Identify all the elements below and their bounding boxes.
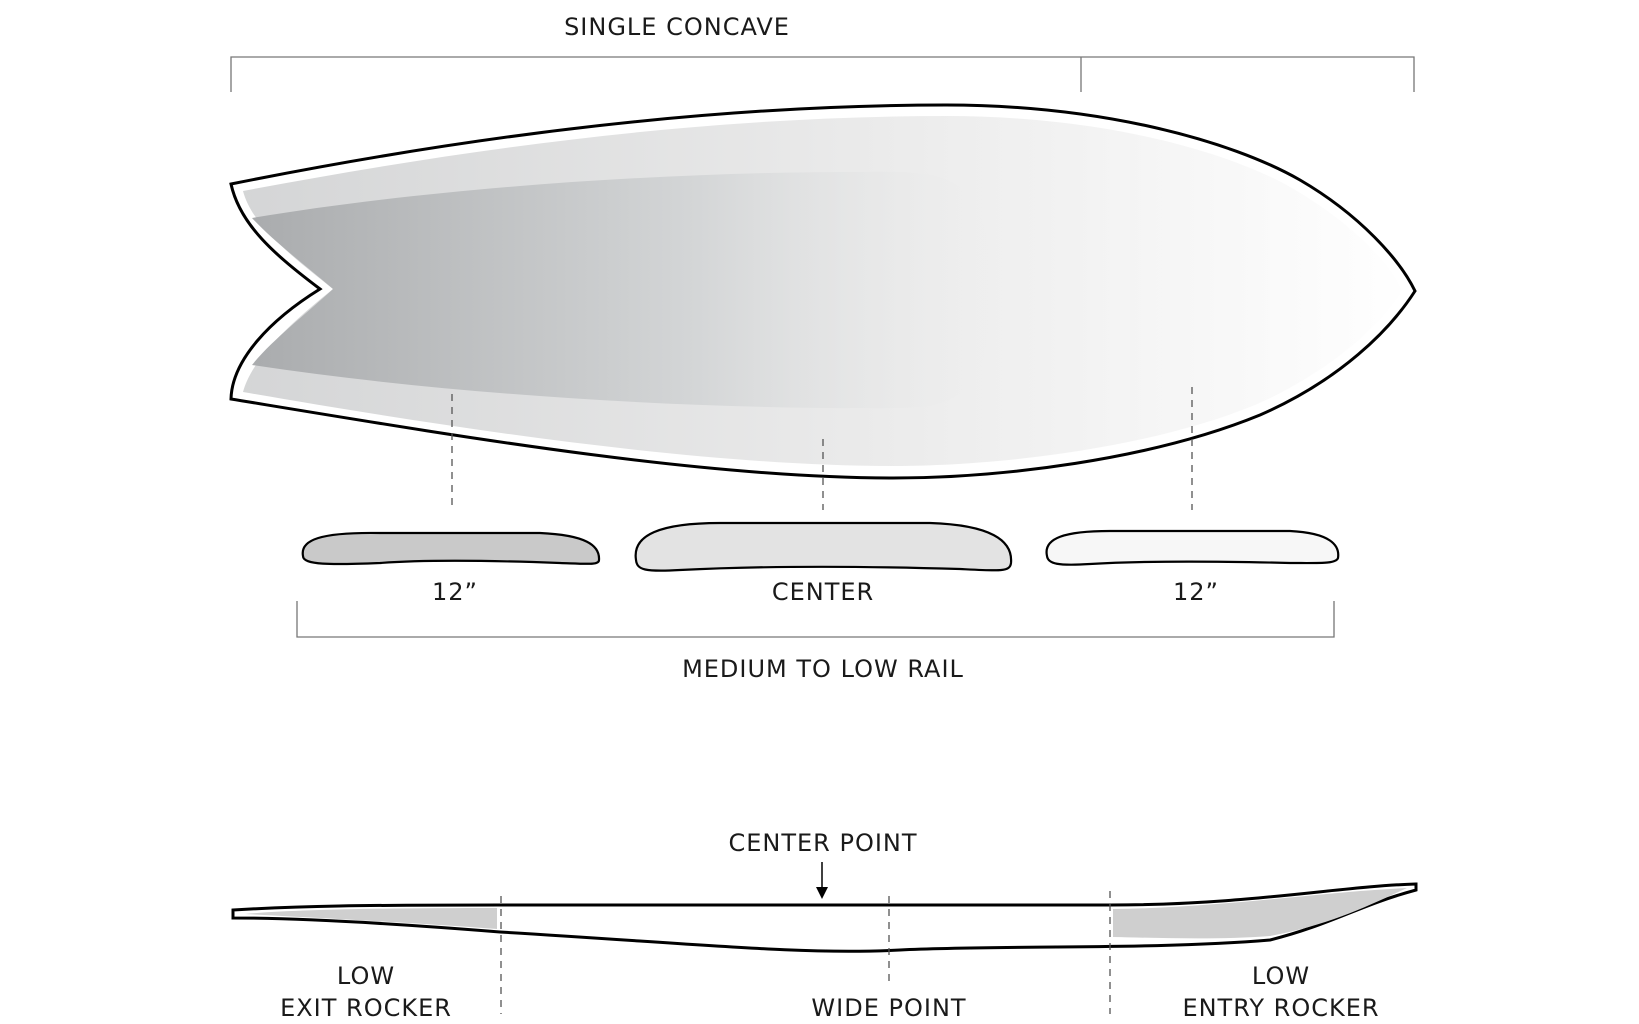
rail-label: MEDIUM TO LOW RAIL <box>682 655 964 683</box>
wide-point-label: WIDE POINT <box>811 994 966 1022</box>
rail-section-tail <box>301 531 601 566</box>
section-label-nose: 12” <box>1173 578 1219 606</box>
exit-rocker-line1: LOW <box>337 962 395 990</box>
section-label-tail: 12” <box>432 578 478 606</box>
arrow-down-icon <box>816 887 828 899</box>
entry-rocker-line1: LOW <box>1252 962 1310 990</box>
exit-rocker-shading <box>245 908 497 929</box>
entry-rocker-shading <box>1113 888 1407 939</box>
concave-shading <box>252 171 990 409</box>
concave-bracket <box>230 56 1415 92</box>
rail-section-nose <box>1045 529 1340 566</box>
section-label-center: CENTER <box>772 578 874 606</box>
exit-rocker-line2: EXIT ROCKER <box>280 994 452 1022</box>
entry-rocker-line2: ENTRY ROCKER <box>1182 994 1379 1022</box>
center-point-label: CENTER POINT <box>728 829 917 857</box>
rail-section-center <box>634 521 1013 572</box>
rail-bracket <box>296 601 1335 638</box>
single-concave-label: SINGLE CONCAVE <box>564 13 790 41</box>
